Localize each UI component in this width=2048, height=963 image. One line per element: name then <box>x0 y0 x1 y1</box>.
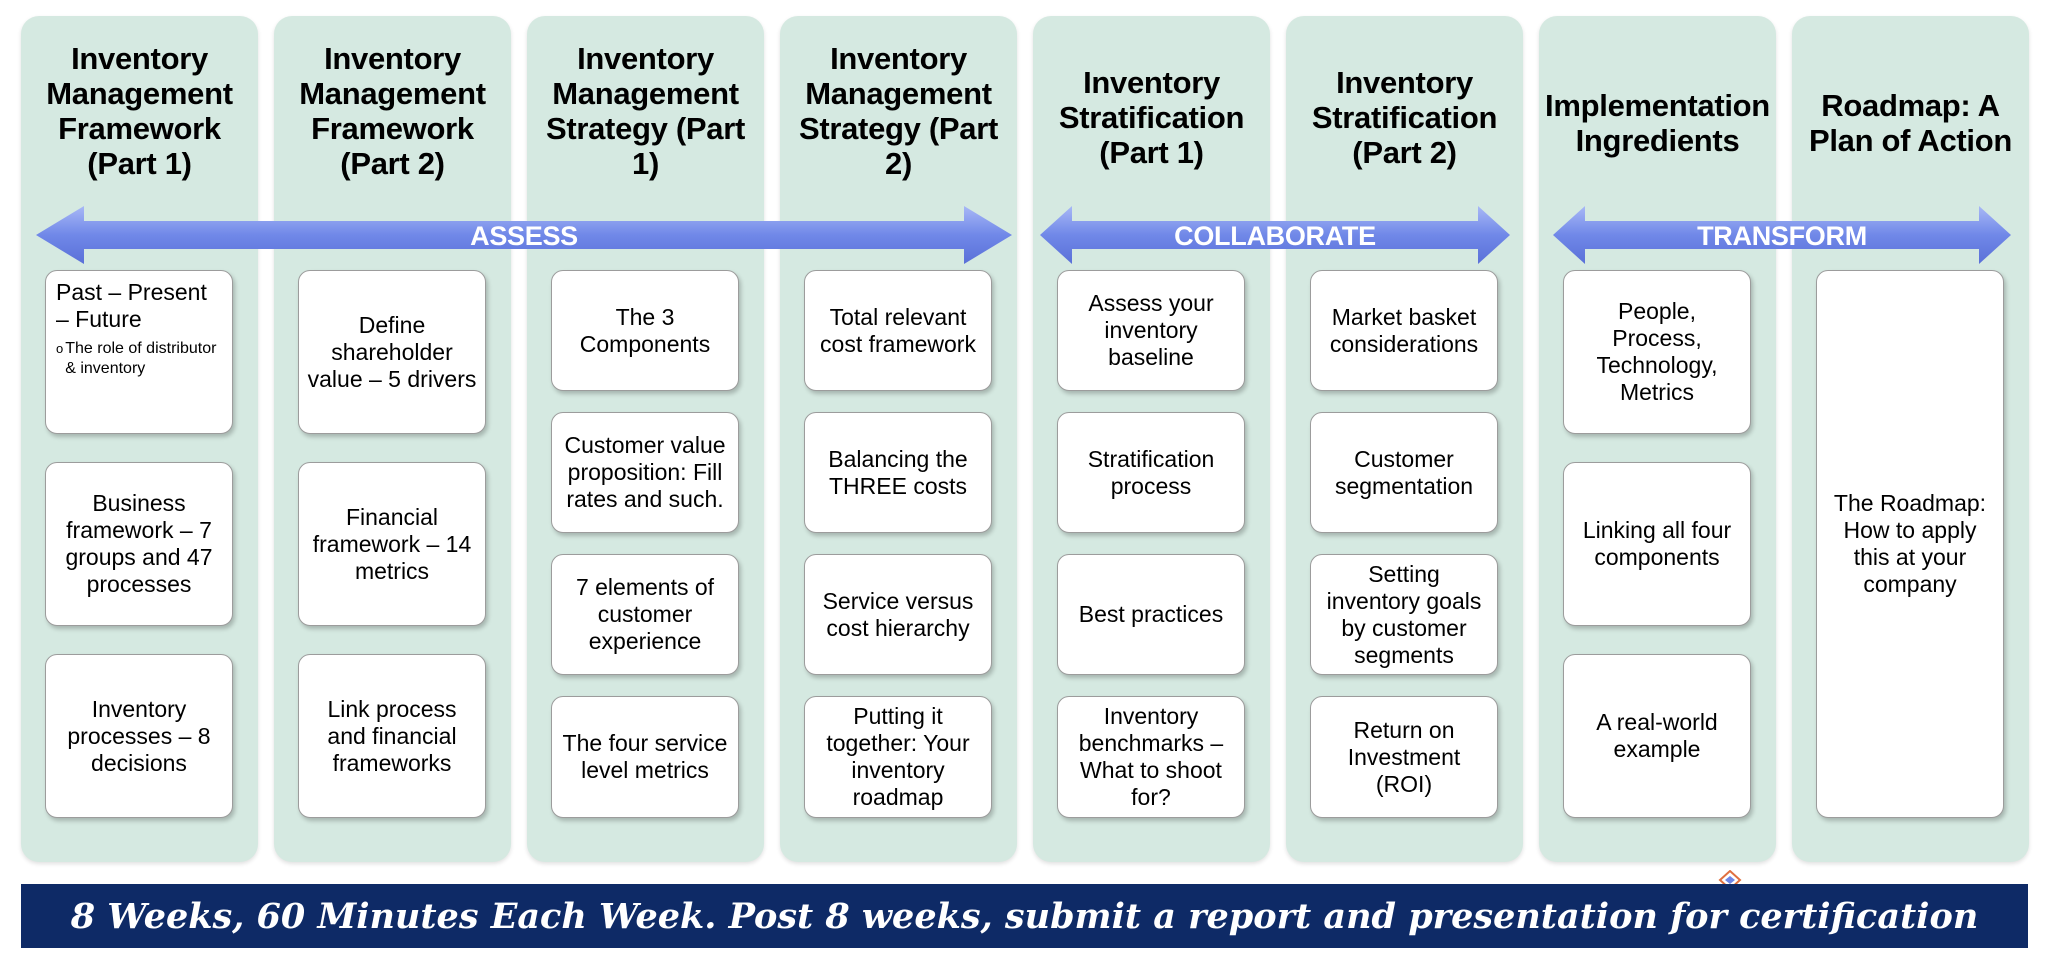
topic-box: The four service level metrics <box>551 696 739 818</box>
collaborate-label: COLLABORATE <box>1174 221 1376 251</box>
column-title: Inventory Management Strategy (Part 1) <box>545 41 746 181</box>
topic-main-text: Past – Present – Future <box>56 279 207 332</box>
column-title: Inventory Management Framework (Part 1) <box>46 41 233 181</box>
column-title: Inventory Stratification (Part 1) <box>1058 64 1245 170</box>
transform-label: TRANSFORM <box>1697 221 1867 251</box>
topic-box: Linking all four components <box>1563 462 1751 626</box>
topic-box: The 3 Components <box>551 270 739 391</box>
topic-box: Customer segmentation <box>1310 412 1498 533</box>
topic-box: Total relevant cost framework <box>804 270 992 391</box>
footer-banner: 8 Weeks, 60 Minutes Each Week. Post 8 we… <box>21 884 2028 948</box>
bullet-icon: o <box>56 341 64 356</box>
topic-sub-item: o The role of distributor & inventory <box>56 339 222 379</box>
column-title: Inventory Management Strategy (Part 2) <box>798 41 999 181</box>
topic-box: Inventory processes – 8 decisions <box>45 654 233 818</box>
assess-arrow <box>36 206 1012 264</box>
transform-arrow <box>1553 206 2011 264</box>
roadmap-box: The Roadmap: How to apply this at your c… <box>1816 270 2004 818</box>
column-title: Roadmap: A Plan of Action <box>1808 88 2013 158</box>
collaborate-arrow <box>1040 206 1510 264</box>
assess-label: ASSESS <box>470 221 578 251</box>
topic-box: Market basket considerations <box>1310 270 1498 391</box>
topic-box: Define shareholder value – 5 drivers <box>298 270 486 434</box>
topic-box: Balancing the THREE costs <box>804 412 992 533</box>
column-title: Implementation Ingredients <box>1545 88 1770 158</box>
topic-box: Best practices <box>1057 554 1245 675</box>
topic-box: Customer value proposition: Fill rates a… <box>551 412 739 533</box>
topic-box: Stratification process <box>1057 412 1245 533</box>
topic-box: Service versus cost hierarchy <box>804 554 992 675</box>
topic-sub-text: The role of distributor & inventory <box>65 340 217 377</box>
topic-box: People, Process, Technology, Metrics <box>1563 270 1751 434</box>
topic-box: Putting it together: Your inventory road… <box>804 696 992 818</box>
topic-box: A real-world example <box>1563 654 1751 818</box>
topic-box: Assess your inventory baseline <box>1057 270 1245 391</box>
topic-box: Inventory benchmarks – What to shoot for… <box>1057 696 1245 818</box>
column-title: Inventory Management Framework (Part 2) <box>299 41 486 181</box>
topic-box: Business framework – 7 groups and 47 pro… <box>45 462 233 626</box>
topic-box: 7 elements of customer experience <box>551 554 739 675</box>
column-title: Inventory Stratification (Part 2) <box>1311 64 1498 170</box>
topic-box: Financial framework – 14 metrics <box>298 462 486 626</box>
topic-box: Return on Investment (ROI) <box>1310 696 1498 818</box>
topic-box: Link process and financial frameworks <box>298 654 486 818</box>
topic-box: Past – Present – Future o The role of di… <box>45 270 233 434</box>
topic-box: Setting inventory goals by customer segm… <box>1310 554 1498 675</box>
